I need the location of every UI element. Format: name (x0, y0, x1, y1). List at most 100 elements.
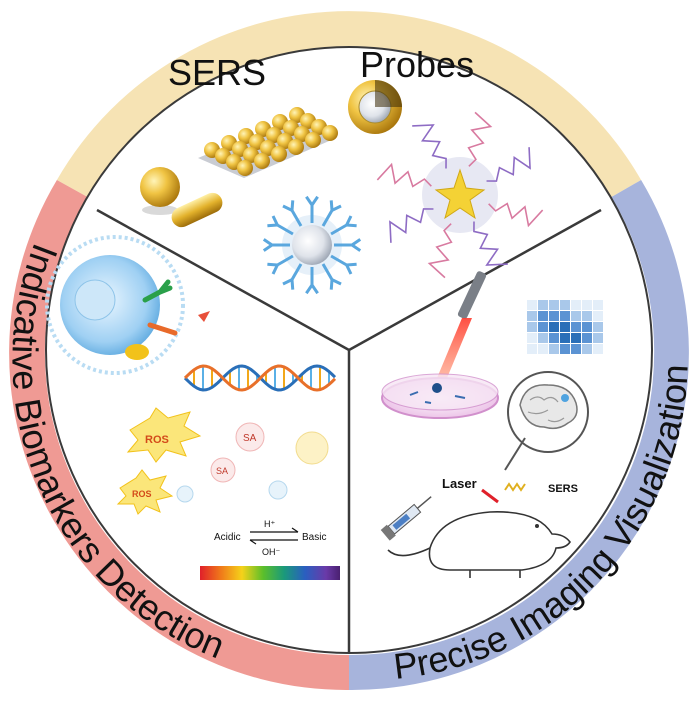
heatmap-cell (560, 322, 570, 332)
antibody-arm (267, 223, 278, 228)
antibody-arm (262, 238, 273, 247)
heatmap-cell (538, 311, 548, 321)
antibody-arm (331, 278, 342, 286)
heatmap-cell (527, 311, 537, 321)
antibody-stem (276, 223, 294, 236)
antibody-stem (290, 209, 303, 227)
heatmap-cell (560, 333, 570, 343)
antibody-arm (262, 243, 273, 252)
laser-beam-icon (481, 488, 499, 504)
antibody-stem (330, 223, 348, 236)
dna-star-nanoparticle-icon (376, 111, 544, 279)
dna-strand (389, 208, 434, 243)
heatmap-cell (538, 322, 548, 332)
dna-strand (412, 124, 447, 169)
antibody-arm (345, 264, 353, 275)
antibody-arm (305, 195, 314, 206)
heatmap-cell (571, 333, 581, 343)
sers-label: SERS (548, 483, 578, 495)
array-particle (254, 153, 270, 169)
ring-label-sers: SERS (168, 52, 266, 93)
antibody-arm (290, 200, 295, 211)
brain-magnifier-icon (504, 371, 589, 471)
outer-ring (9, 11, 689, 691)
antibody-arm (346, 262, 357, 267)
antibody-stem (330, 254, 348, 267)
raman-heatmap-icon (527, 300, 603, 354)
antibody-arm (290, 279, 295, 290)
antibody-arm (329, 200, 334, 211)
antibody-arm (310, 195, 319, 206)
ros-text-2: ROS (132, 489, 152, 499)
heatmap-cell (571, 311, 581, 321)
antibody-stem (276, 254, 294, 267)
sialic-acid-bubbles: SA SA (176, 422, 329, 503)
heatmap-cell (582, 344, 592, 354)
heatmap-cell (560, 300, 570, 310)
core-shell-particle-icon (348, 80, 402, 134)
heatmap-cell (593, 344, 603, 354)
sers-signal-icon (504, 482, 526, 492)
array-particle (288, 139, 304, 155)
dna-helix-icon (183, 364, 337, 392)
heatmap-cell (538, 333, 548, 343)
antibody-arm (282, 278, 293, 286)
nanoparticle-array-icon (198, 107, 338, 178)
antibody-arm (310, 284, 319, 295)
dna-strand (376, 162, 432, 188)
syringe-icon (380, 496, 432, 541)
ph-equilibrium: Acidic Basic H⁺ OH⁻ (200, 519, 340, 580)
sa-text-2: SA (216, 466, 228, 476)
antibody-arm (346, 223, 357, 228)
antibody-arm (271, 264, 279, 275)
heatmap-cell (527, 300, 537, 310)
dna-backbone (183, 364, 337, 392)
gold-nanosphere-icon (140, 167, 180, 215)
heatmap-cell (571, 344, 581, 354)
probes-illustrations (140, 80, 544, 295)
antibody-arm (267, 262, 278, 267)
basic-label: Basic (302, 532, 326, 543)
sa-text-1: SA (243, 433, 257, 444)
ros-burst-icon: ROS ROS (116, 407, 202, 515)
ring-label-probes: Probes (360, 44, 474, 85)
antibody-stem (321, 263, 334, 281)
dna-strand (427, 223, 453, 279)
heatmap-cell (593, 311, 603, 321)
imaging-illustrations: Laser SERS (380, 271, 603, 578)
ring-sector-probes (56, 11, 642, 197)
antibody-arm (351, 243, 362, 252)
heatmap-cell (560, 344, 570, 354)
antibody-arm (271, 215, 279, 226)
dna-strand (486, 147, 531, 182)
antibody-arm (329, 279, 334, 290)
heatmap-cell (593, 300, 603, 310)
antibody-arm (345, 215, 353, 226)
h-plus-label: H⁺ (264, 519, 275, 529)
array-particle (271, 146, 287, 162)
ring-sector-imaging (349, 180, 689, 691)
heatmap-cell (549, 300, 559, 310)
antibody-nanoparticle-icon (262, 195, 362, 295)
acidic-label: Acidic (214, 532, 241, 543)
antibody-arm (331, 204, 342, 212)
oh-minus-label: OH⁻ (262, 547, 281, 557)
biomarkers-illustrations: ROS ROS SA SA Acidic Basic H⁺ OH⁻ (45, 235, 340, 580)
antibody-stem (290, 263, 303, 281)
array-particle (237, 160, 253, 176)
heatmap-cell (538, 300, 548, 310)
heatmap-cell (593, 333, 603, 343)
heatmap-cell (571, 322, 581, 332)
heatmap-cell (582, 311, 592, 321)
heatmap-cell (549, 333, 559, 343)
heatmap-cell (549, 344, 559, 354)
heatmap-cell (527, 333, 537, 343)
dna-strand (488, 202, 544, 228)
heatmap-cell (593, 322, 603, 332)
antibody-stem (321, 209, 334, 227)
heatmap-cell (549, 322, 559, 332)
heatmap-cell (527, 322, 537, 332)
heatmap-cell (582, 300, 592, 310)
